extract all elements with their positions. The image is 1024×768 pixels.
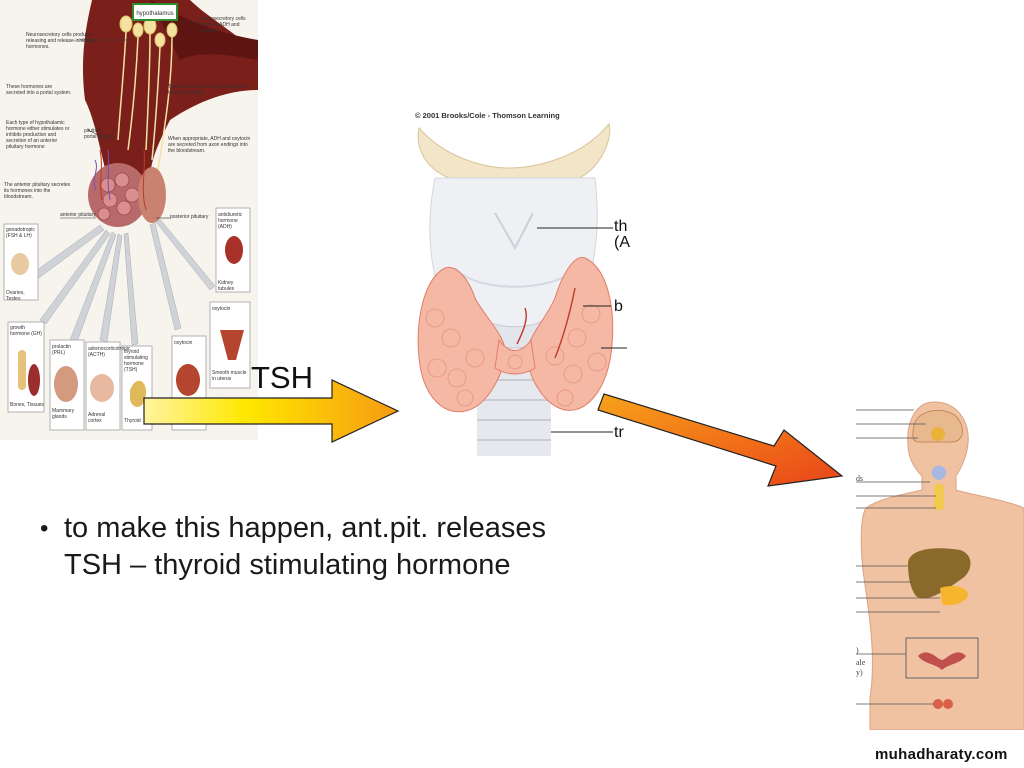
target-hormone-prl: prolactin (PRL) <box>52 344 71 356</box>
thyroid-illustration <box>417 122 627 456</box>
thyroid-label-th: th <box>614 218 628 235</box>
target-organ-gonads: Ovaries, Testes <box>6 290 25 302</box>
bullet-item: • to make this happen, ant.pit. releases… <box>40 510 660 584</box>
body-label-y: y) <box>856 668 863 677</box>
target-hormone-gh: growth hormone (GH) <box>10 325 42 337</box>
label-anterior-pituitary: anterior pituitary <box>60 212 96 218</box>
annotation-anterior-secretes: The anterior pituitary secretes its horm… <box>4 182 71 200</box>
target-organ-mammary: Mammary glands <box>52 408 75 420</box>
watermark: muhadharaty.com <box>875 746 1008 763</box>
annotation-adh-oxytocin-secretion: When appropriate, ADH and oxytocin are s… <box>168 136 251 154</box>
target-hormone-oxytocin-b: oxytocin <box>212 306 231 312</box>
target-hormone-gonadotropic: gonadotropic (FSH & LH) <box>6 227 35 239</box>
annotation-neurosecretory-hypothalamic: Neurosecretory cells produce releasing a… <box>26 32 96 50</box>
tsh-arrow-label: TSH <box>251 360 313 395</box>
annotation-portal-system: These hormones are secreted into a porta… <box>6 84 72 96</box>
body-figure: ds ale y) ) <box>856 398 1024 730</box>
body-label-ale: ale <box>856 658 866 667</box>
body-label-ds: ds <box>856 474 864 483</box>
tsh-arrow <box>143 379 400 443</box>
hormone-arrow <box>597 393 844 487</box>
target-organ-uterus: Smooth muscle in uterus <box>212 370 247 382</box>
annotation-axons: These hormones move down axons to axon e… <box>168 84 248 96</box>
annotation-pituitary-portal: pituitary portal system <box>84 128 114 140</box>
pituitary-illustration: hypothalamus <box>3 0 258 431</box>
thyroid-label-a: (A <box>614 234 630 251</box>
target-organ-thyroid: Thyroid <box>124 418 141 424</box>
target-organ-kidney: Kidney tubules <box>218 280 235 292</box>
target-organ-adrenal: Adrenal cortex <box>88 412 106 424</box>
target-organ-bones: Bones, Tissues <box>10 402 44 408</box>
thyroid-label-b: b <box>614 298 623 315</box>
target-hormone-adh: antidiuretic hormone (ADH) <box>218 212 243 230</box>
pituitary-figure: hypothalamus <box>0 0 258 440</box>
thyroid-label-tr: tr <box>614 424 624 441</box>
bullet-dot: • <box>40 515 49 542</box>
target-hormone-oxytocin-a: oxytocin <box>174 340 193 346</box>
hypothalamus-box-label: hypothalamus <box>136 11 173 17</box>
bullet-line-1: to make this happen, ant.pit. releases <box>64 512 547 544</box>
thyroid-copyright: © 2001 Brooks/Cole - Thomson Learning <box>415 111 560 120</box>
target-hormone-tsh: thyroid stimulating hormone (TSH) <box>124 349 148 373</box>
bullet-line-2: TSH – thyroid stimulating hormone <box>64 549 511 581</box>
body-illustration <box>856 401 1024 730</box>
target-hormone-acth: adrenocorticotropic (ACTH) <box>88 346 131 358</box>
label-posterior-pituitary: posterior pituitary <box>170 214 209 220</box>
body-label-paren: ) <box>856 646 859 655</box>
annotation-neurosecretory-adh: Neurosecretory cells produce ADH and oxy… <box>200 16 246 34</box>
annotation-hypothalamic-hormone: Each type of hypothalamic hormone either… <box>6 120 70 150</box>
